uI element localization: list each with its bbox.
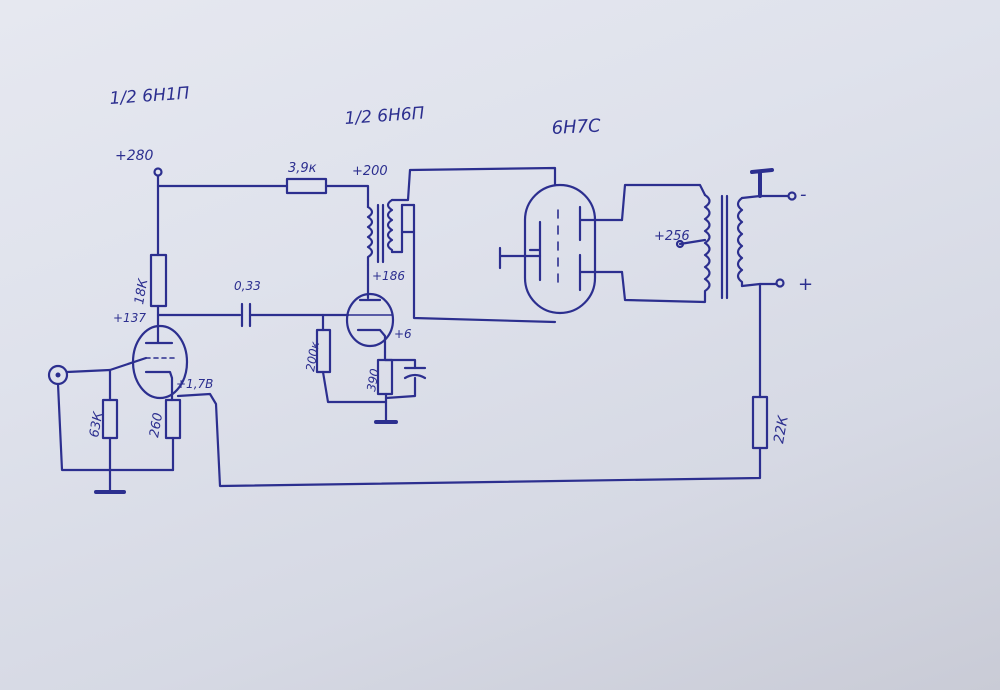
input-terminal-center bbox=[55, 372, 61, 378]
output-transformer-center-tap bbox=[678, 238, 707, 246]
output-plus-label: + bbox=[798, 274, 813, 295]
v2-bypass-capacitor bbox=[403, 366, 427, 380]
v1-plate-element bbox=[144, 313, 174, 345]
v2-cathode-wire bbox=[383, 350, 417, 370]
output-transformer-primary bbox=[703, 193, 711, 298]
output-minus-terminal bbox=[787, 191, 797, 201]
v1-cathode-resistor-label: 260 bbox=[147, 412, 166, 439]
supply-rail-wire bbox=[156, 174, 370, 202]
interstage-transformer-primary bbox=[366, 205, 374, 267]
v2-supply-voltage-label: +200 bbox=[352, 164, 388, 179]
v1-grid-resistor-label: 63К bbox=[87, 410, 106, 439]
v2-bypass-capacitor-wire bbox=[384, 376, 417, 400]
output-transformer-plate-1-wire bbox=[620, 183, 707, 222]
v2-grid-resistor-label: 200к bbox=[303, 340, 322, 373]
feedback-wire bbox=[176, 392, 762, 488]
supply-terminal bbox=[153, 167, 163, 177]
v3-cathode bbox=[528, 220, 542, 282]
coupling-capacitor-label: 0,33 bbox=[234, 279, 261, 293]
v3-tube-envelope bbox=[523, 183, 597, 315]
v3-tube-title: 6Н7С bbox=[551, 115, 601, 139]
supply-voltage-label: +280 bbox=[115, 148, 154, 164]
interstage-transformer-secondary bbox=[386, 198, 394, 254]
v3-grid-return-wire bbox=[412, 203, 557, 324]
v2-plate-voltage-label: +186 bbox=[372, 269, 405, 283]
supply-resistor bbox=[285, 177, 328, 195]
v2-cathode-voltage-label: +6 bbox=[394, 327, 412, 341]
interstage-secondary-wire bbox=[390, 166, 557, 254]
supply-resistor-label: 3,9к bbox=[288, 161, 317, 176]
v3-plate-1 bbox=[578, 205, 624, 242]
v3-plate-2 bbox=[578, 253, 624, 292]
v1-cathode-voltage-label: +1,7В bbox=[176, 377, 213, 391]
v1-plate-resistor bbox=[149, 253, 168, 308]
output-plus-terminal bbox=[775, 278, 785, 288]
v1-ground-bus bbox=[56, 382, 175, 492]
output-minus-label: - bbox=[800, 184, 807, 205]
output-tap-voltage-label: +256 bbox=[654, 229, 690, 244]
v1-cathode-resistor bbox=[164, 398, 182, 440]
coupling-capacitor bbox=[240, 302, 252, 328]
output-transformer-core bbox=[720, 194, 729, 300]
interstage-transformer-core bbox=[376, 203, 385, 264]
v2-cathode-element bbox=[356, 328, 387, 354]
output-transformer-secondary bbox=[736, 196, 744, 288]
output-transformer-tap-node bbox=[675, 239, 685, 249]
v1-plate-voltage-label: +137 bbox=[113, 311, 146, 325]
output-minus-wire bbox=[740, 194, 790, 200]
v3-heater-wire bbox=[498, 246, 542, 270]
v1-tube-title: 1/2 6Н1П bbox=[109, 83, 190, 109]
v2-tube-title: 1/2 6Н6П bbox=[344, 103, 425, 129]
v1-plate-resistor-label: 18К bbox=[132, 277, 151, 306]
v2-cathode-resistor-label: 390 bbox=[364, 367, 382, 392]
v1-plate-node-wire bbox=[156, 304, 242, 317]
feedback-resistor-label: 22К bbox=[771, 414, 792, 445]
v2-tube-envelope bbox=[345, 292, 395, 348]
output-ground-symbol bbox=[750, 168, 774, 198]
feedback-resistor bbox=[751, 395, 769, 450]
output-transformer-plate-2-wire bbox=[620, 270, 707, 304]
v1-cathode-element bbox=[144, 370, 174, 399]
v2-ground-bus bbox=[321, 370, 388, 404]
